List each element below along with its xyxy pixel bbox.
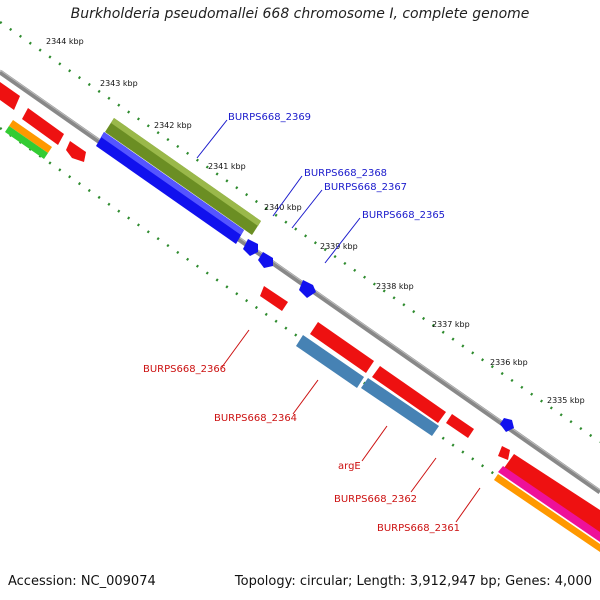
leader-line: [410, 457, 437, 493]
forward-features: [0, 82, 514, 432]
feature-red-small: [446, 414, 474, 438]
leader-line: [196, 119, 228, 159]
feature-blue-long-highlight: [101, 132, 244, 235]
leader-line: [455, 487, 481, 523]
leader-line: [291, 189, 323, 229]
leader-line: [324, 217, 361, 264]
gene-label-forward: BURPS668_2369: [228, 112, 311, 123]
reverse-features: [5, 120, 600, 552]
feature-blue-small: [243, 239, 258, 256]
gene-label-reverse: BURPS668_2362: [334, 494, 417, 505]
tick-label: 2343 kbp: [100, 79, 138, 88]
gene-label-forward: BURPS668_2365: [362, 210, 445, 221]
feature-steelblue: [361, 378, 439, 436]
leader-line: [361, 425, 388, 462]
feature-red-long: [372, 366, 446, 423]
feature-red-small: [66, 141, 86, 162]
tick-label: 2338 kbp: [376, 282, 414, 291]
gene-label-reverse: argE: [338, 461, 361, 472]
leader-line: [272, 175, 303, 217]
forward-labels: BURPS668_2369 BURPS668_2368 BURPS668_236…: [196, 112, 445, 264]
tick-label: 2344 kbp: [46, 37, 84, 46]
tick-label: 2335 kbp: [547, 396, 585, 405]
topology-summary-text: Topology: circular; Length: 3,912,947 bp…: [234, 574, 592, 589]
gene-label-forward: BURPS668_2368: [304, 168, 387, 179]
feature-blue-small: [258, 252, 273, 268]
tick-label: 2340 kbp: [264, 203, 302, 212]
feature-orange: [494, 474, 600, 552]
feature-orange: [9, 120, 52, 153]
accession-text: Accession: NC_009074: [8, 574, 156, 589]
tick-label: 2336 kbp: [490, 358, 528, 367]
feature-blue-long: [96, 132, 244, 244]
feature-red: [22, 108, 64, 145]
feature-red-small: [260, 286, 288, 311]
feature-steelblue: [296, 335, 364, 388]
feature-magenta: [498, 466, 600, 542]
feature-olive-highlight: [111, 118, 261, 226]
gene-label-reverse: BURPS668_2361: [377, 523, 460, 534]
feature-green: [5, 126, 48, 159]
feature-red: [0, 82, 20, 110]
feature-red-long: [504, 454, 600, 534]
gene-label-reverse: BURPS668_2366: [143, 364, 226, 375]
tick-label: 2337 kbp: [432, 320, 470, 329]
tick-label: 2341 kbp: [208, 162, 246, 171]
feature-red-long: [310, 322, 374, 373]
leader-line: [221, 329, 250, 368]
feature-blue-small: [299, 280, 316, 298]
outer-tick-guide: [0, 20, 600, 444]
feature-blue-small: [500, 418, 514, 432]
tick-label: 2342 kbp: [154, 121, 192, 130]
reverse-labels: BURPS668_2366 BURPS668_2364 argE BURPS66…: [143, 329, 481, 534]
gene-label-reverse: BURPS668_2364: [214, 413, 297, 424]
leader-line: [292, 379, 319, 415]
tick-label: 2339 kbp: [320, 242, 358, 251]
feature-red-small: [498, 446, 510, 460]
map-title: Burkholderia pseudomallei 668 chromosome…: [70, 6, 530, 22]
feature-olive: [105, 118, 261, 235]
gene-label-forward: BURPS668_2367: [324, 182, 407, 193]
